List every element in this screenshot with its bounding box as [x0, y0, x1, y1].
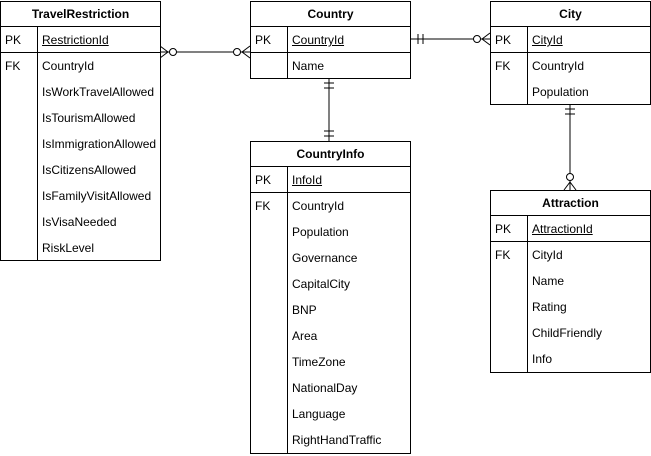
pk-row: PK CityId [491, 27, 650, 53]
field-row: FK CityId [491, 242, 650, 268]
entity-country[interactable]: Country PK CountryId Name [250, 1, 411, 79]
field-name: IsVisaNeeded [42, 215, 117, 229]
field-row: Rating [491, 294, 650, 320]
field-row: Name [491, 268, 650, 294]
field-name: CityId [532, 248, 563, 262]
field-row: Name [251, 53, 410, 79]
relationship-travelrestriction-country [159, 45, 251, 59]
field-name: NationalDay [292, 381, 358, 395]
field-row: Info [491, 346, 650, 372]
entity-city[interactable]: City PK CityId FK CountryId Population [490, 1, 651, 105]
field-row: FK CountryId [1, 53, 160, 79]
field-name: Rating [532, 300, 567, 314]
field-row: FK CountryId [251, 193, 410, 219]
entity-title: Country [251, 2, 410, 27]
key-column-divider [527, 27, 528, 104]
relationship-country-countryinfo [324, 78, 334, 141]
key-column-divider [287, 167, 288, 453]
field-name: RiskLevel [42, 241, 95, 255]
relationship-country-city [410, 32, 491, 46]
field-row: Governance [251, 245, 410, 271]
key-column-divider [527, 216, 528, 372]
field-row: NationalDay [251, 375, 410, 401]
field-name: Language [292, 407, 346, 421]
fk-label: FK [495, 248, 511, 262]
field-name: Name [532, 274, 565, 288]
field-row: IsWorkTravelAllowed [1, 79, 160, 105]
field-name: TimeZone [292, 355, 346, 369]
pk-label: PK [255, 33, 272, 47]
field-name: IsImmigrationAllowed [42, 137, 157, 151]
field-name: Area [292, 329, 318, 343]
field-row: TimeZone [251, 349, 410, 375]
pk-field: AttractionId [532, 222, 593, 236]
field-row: Population [251, 219, 410, 245]
field-name: IsTourismAllowed [42, 111, 136, 125]
entity-title: Attraction [491, 191, 650, 216]
fk-label: FK [495, 59, 511, 73]
field-row: IsImmigrationAllowed [1, 131, 160, 157]
entity-attraction[interactable]: Attraction PK AttractionId FK CityId Nam… [490, 190, 651, 373]
pk-row: PK CountryId [251, 27, 410, 53]
field-name: BNP [292, 303, 317, 317]
field-name: Name [292, 59, 325, 73]
field-name: IsCitizensAllowed [42, 163, 137, 177]
entity-title: City [491, 2, 650, 27]
fk-label: FK [255, 199, 271, 213]
field-name: Info [532, 352, 553, 366]
field-name: CountryId [292, 199, 345, 213]
entity-title: TravelRestriction [1, 2, 160, 27]
entity-travelrestriction[interactable]: TravelRestriction PK RestrictionId FK Co… [0, 1, 161, 261]
pk-label: PK [495, 33, 512, 47]
field-row: Area [251, 323, 410, 349]
field-name: CountryId [42, 59, 95, 73]
pk-field: CityId [532, 33, 563, 47]
field-row: Population [491, 79, 650, 105]
field-row: FK CountryId [491, 53, 650, 79]
field-row: BNP [251, 297, 410, 323]
field-row: Language [251, 401, 410, 427]
pk-row: PK InfoId [251, 167, 410, 193]
field-name: CountryId [532, 59, 585, 73]
field-row: IsVisaNeeded [1, 209, 160, 235]
relationship-city-attraction [563, 104, 577, 191]
field-name: IsFamilyVisitAllowed [42, 189, 152, 203]
field-row: RightHandTraffic [251, 427, 410, 453]
pk-label: PK [255, 173, 272, 187]
pk-row: PK AttractionId [491, 216, 650, 242]
fk-label: FK [5, 59, 21, 73]
field-row: ChildFriendly [491, 320, 650, 346]
field-row: IsFamilyVisitAllowed [1, 183, 160, 209]
field-name: RightHandTraffic [292, 433, 382, 447]
pk-label: PK [495, 222, 512, 236]
pk-label: PK [5, 33, 22, 47]
field-row: IsTourismAllowed [1, 105, 160, 131]
field-row: RiskLevel [1, 235, 160, 261]
field-name: Governance [292, 251, 358, 265]
pk-field: CountryId [292, 33, 345, 47]
field-name: IsWorkTravelAllowed [42, 85, 155, 99]
key-column-divider [37, 27, 38, 260]
field-row: IsCitizensAllowed [1, 157, 160, 183]
pk-field: InfoId [292, 173, 323, 187]
field-name: Population [292, 225, 349, 239]
field-name: ChildFriendly [532, 326, 603, 340]
field-name: CapitalCity [292, 277, 351, 291]
field-row: CapitalCity [251, 271, 410, 297]
pk-row: PK RestrictionId [1, 27, 160, 53]
entity-countryinfo[interactable]: CountryInfo PK InfoId FK CountryId Popul… [250, 141, 411, 454]
entity-title: CountryInfo [251, 142, 410, 167]
field-name: Population [532, 85, 589, 99]
pk-field: RestrictionId [42, 33, 109, 47]
